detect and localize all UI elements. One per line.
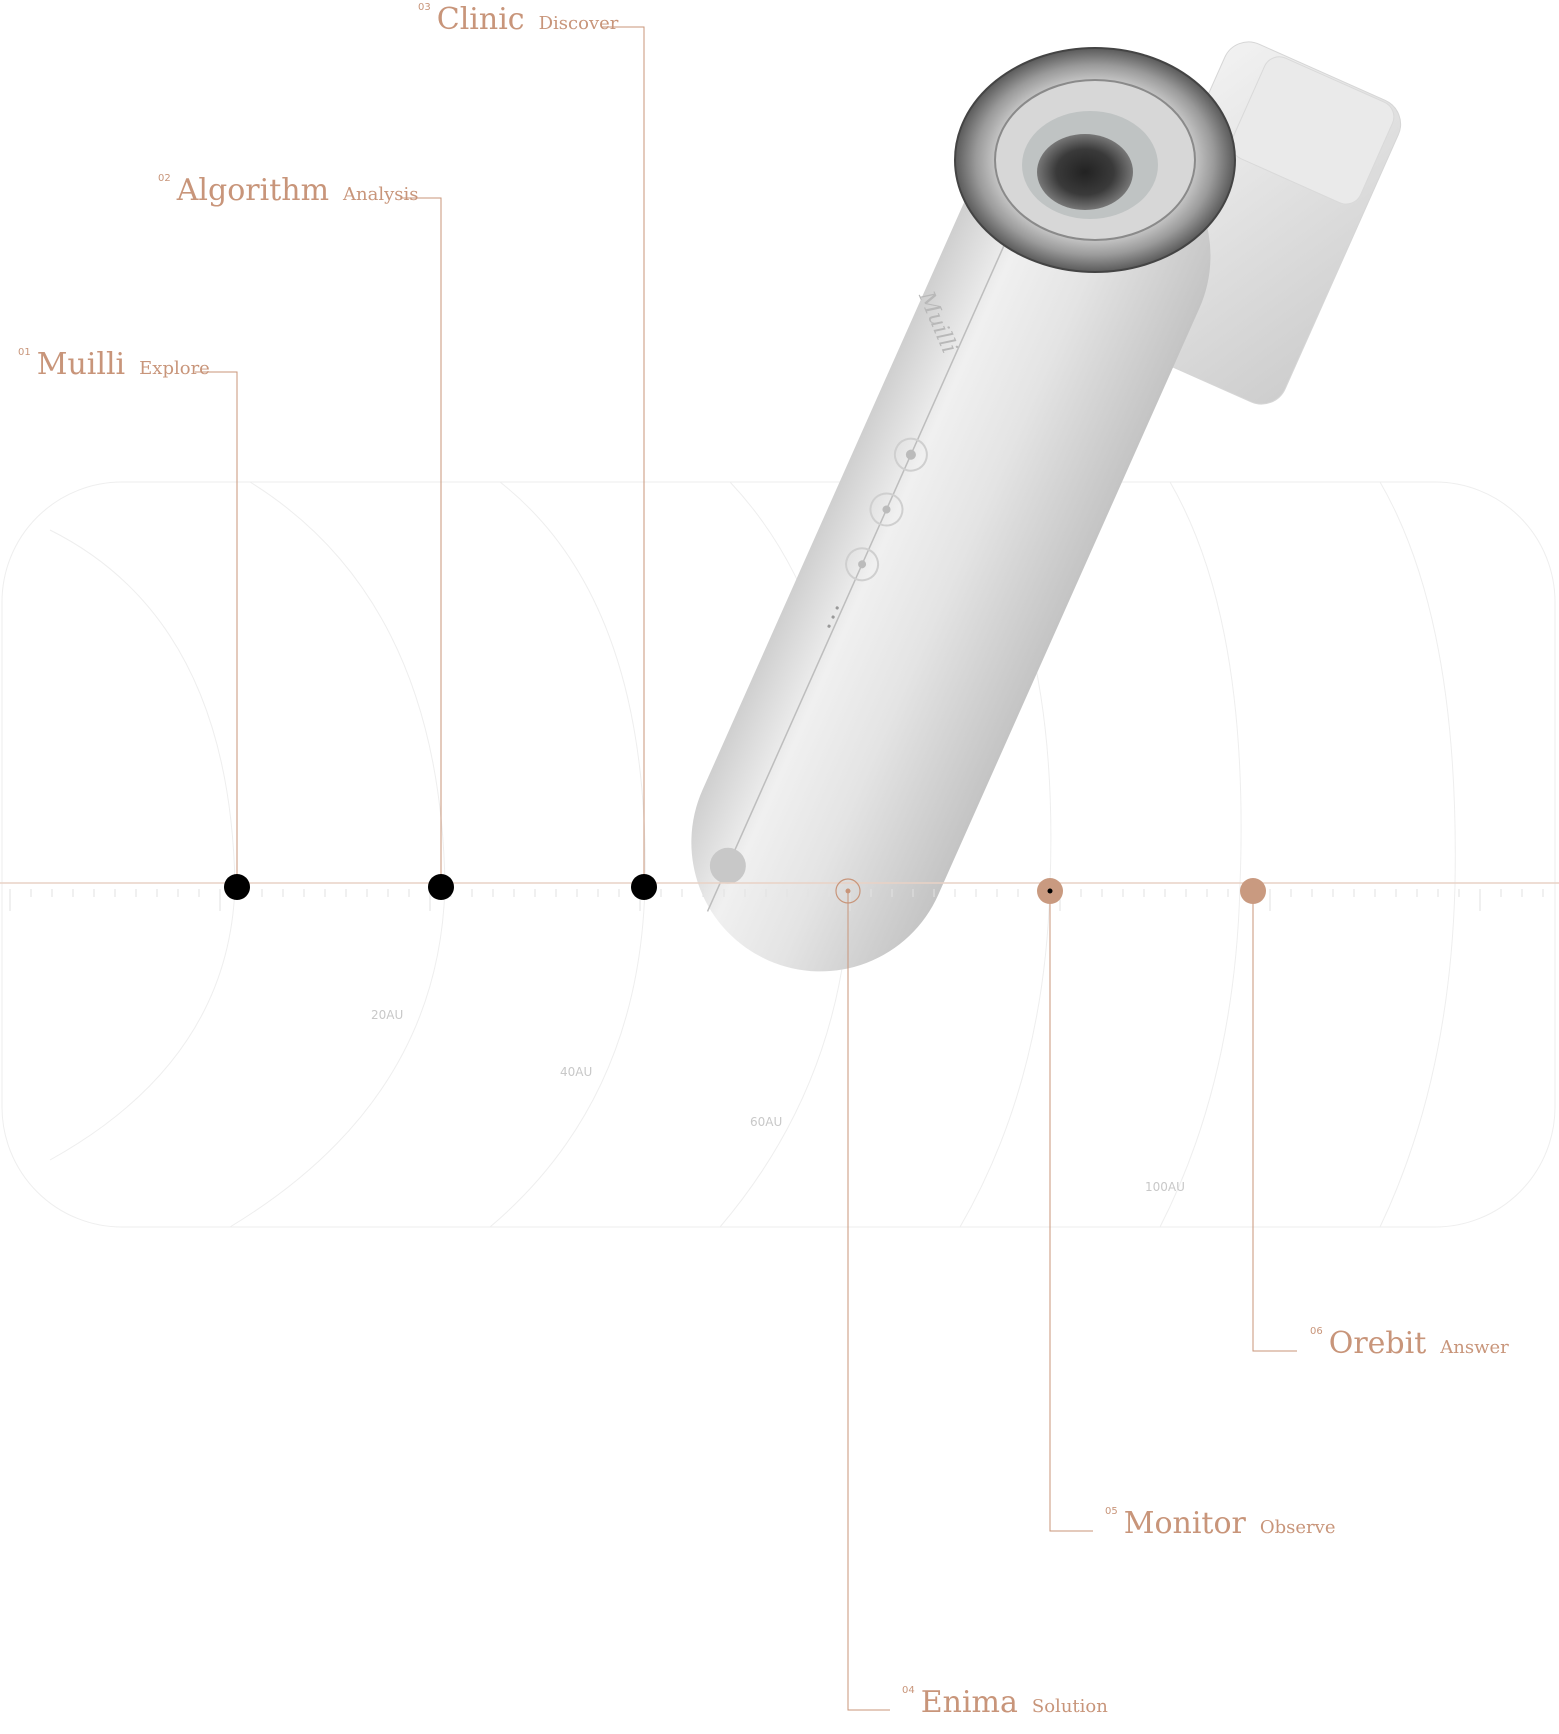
milestone-subtitle: Explore — [139, 358, 210, 379]
milestone-subtitle: Answer — [1440, 1337, 1509, 1358]
milestone-name: Clinic — [436, 2, 525, 37]
milestone-name: Enima — [920, 1685, 1018, 1720]
milestone-subtitle: Solution — [1031, 1696, 1108, 1717]
milestone-connector — [1049, 891, 1093, 1532]
device-illustration — [691, 41, 1402, 972]
milestone-subtitle: Discover — [538, 13, 619, 34]
milestone-number: 04 — [902, 1685, 915, 1696]
milestone-label-3[interactable]: 03 Clinic Discover — [418, 2, 619, 37]
scale-label: 20AU — [371, 1008, 404, 1022]
milestone-number: 03 — [418, 2, 431, 13]
milestone-label-2[interactable]: 02 Algorithm Analysis — [158, 173, 419, 208]
milestone-number: 01 — [18, 347, 31, 358]
scale-label: 60AU — [750, 1115, 783, 1129]
milestone-connector — [195, 371, 238, 887]
milestone-dot-center — [845, 888, 851, 894]
milestone-connector — [847, 891, 890, 1711]
scale-label: 100AU — [1145, 1180, 1185, 1194]
milestone-label-4[interactable]: 04 Enima Solution — [902, 1685, 1108, 1720]
milestone-subtitle: Observe — [1259, 1517, 1336, 1538]
milestone-name: Algorithm — [176, 173, 330, 208]
milestone-label-1[interactable]: 01 Muilli Explore — [18, 347, 210, 382]
milestone-name: Orebit — [1328, 1326, 1427, 1361]
milestone-subtitle: Analysis — [343, 184, 419, 205]
milestone-number: 06 — [1310, 1326, 1323, 1337]
milestone-label-6[interactable]: 06 Orebit Answer — [1310, 1326, 1509, 1361]
milestone-name: Monitor — [1123, 1506, 1246, 1541]
milestone-dot — [631, 874, 657, 900]
milestone-connector — [602, 26, 645, 887]
milestone-dot — [428, 874, 454, 900]
milestone-dot-center — [1047, 888, 1053, 894]
milestone-label-5[interactable]: 05 Monitor Observe — [1105, 1506, 1336, 1541]
milestone-number: 02 — [158, 173, 171, 184]
milestone-connector — [400, 197, 442, 887]
milestone-connector — [1252, 891, 1297, 1352]
scale-label: 40AU — [560, 1065, 593, 1079]
milestone-dot — [224, 874, 250, 900]
milestone-dot — [835, 878, 861, 904]
milestone-name: Muilli — [36, 347, 126, 382]
milestone-dot — [1240, 878, 1266, 904]
milestone-number: 05 — [1105, 1506, 1118, 1517]
